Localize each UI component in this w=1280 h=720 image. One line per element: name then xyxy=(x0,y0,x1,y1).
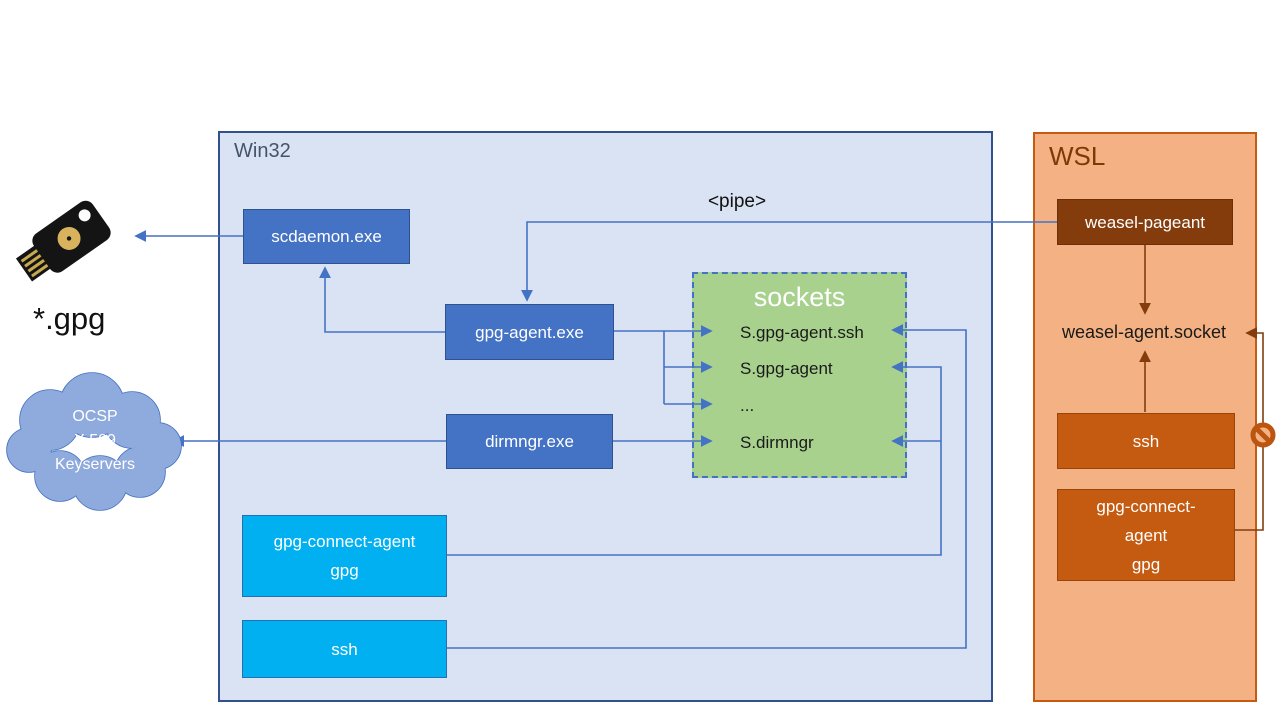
keyservers-cloud-text: OCSP X.509 Keyservers xyxy=(20,405,170,477)
sockets-box: sockets S.gpg-agent.ssh S.gpg-agent ... … xyxy=(692,272,907,478)
node-gca-wsl-line2: agent xyxy=(1124,525,1168,545)
weasel-agent-socket-label: weasel-agent.socket xyxy=(1061,322,1227,342)
node-gca-wsl-line3: gpg xyxy=(1131,554,1161,574)
pipe-label: <pipe> xyxy=(707,191,767,212)
node-gca-win32-line1: gpg-connect-agent xyxy=(273,532,416,551)
gpg-files-label: *.gpg xyxy=(33,301,106,336)
node-ssh-wsl-label: ssh xyxy=(1132,431,1160,451)
connector-pipe-weasel-pageant-to-gpg-agent xyxy=(521,221,1057,302)
node-scdaemon: scdaemon.exe xyxy=(243,209,410,264)
win32-label: Win32 xyxy=(234,140,291,162)
wsl-label: WSL xyxy=(1049,141,1106,171)
socket-item-gpg-agent-ssh: S.gpg-agent.ssh xyxy=(740,323,864,342)
keyservers-cloud xyxy=(6,372,182,511)
connector-win32-ssh-to-socket-ssh xyxy=(447,324,967,649)
node-dirmngr-label: dirmngr.exe xyxy=(485,432,574,451)
prohibition-icon xyxy=(1250,422,1276,448)
socket-item-gpg-agent: S.gpg-agent xyxy=(740,359,833,378)
socket-item-dirmngr: S.dirmngr xyxy=(740,433,814,452)
sockets-title: sockets xyxy=(753,282,846,312)
node-weasel-pageant-label: weasel-pageant xyxy=(1084,212,1206,232)
cloud-line-x509: X.509 xyxy=(74,432,116,449)
yubikey-icon xyxy=(15,200,111,282)
node-gpg-connect-agent-wsl: gpg-connect- agent gpg xyxy=(1057,489,1235,581)
node-gca-win32-line2: gpg xyxy=(330,561,359,580)
node-gca-wsl-line1: gpg-connect- xyxy=(1096,496,1196,516)
node-scdaemon-label: scdaemon.exe xyxy=(271,227,382,246)
socket-item-ellipsis: ... xyxy=(740,396,755,415)
node-gpg-agent-label: gpg-agent.exe xyxy=(475,322,584,342)
node-gpg-connect-agent-win32: gpg-connect-agent gpg xyxy=(242,515,447,597)
node-ssh-wsl: ssh xyxy=(1057,413,1235,469)
cloud-line-keyservers: Keyservers xyxy=(54,456,136,473)
connector-win32-gca-to-socket-agent xyxy=(447,361,942,556)
node-ssh-win32-label: ssh xyxy=(331,639,358,659)
node-weasel-pageant: weasel-pageant xyxy=(1057,199,1233,245)
connector-gpg-agent-to-scdaemon xyxy=(319,266,445,333)
node-dirmngr: dirmngr.exe xyxy=(446,414,613,469)
node-ssh-win32: ssh xyxy=(242,620,447,678)
cloud-line-ocsp: OCSP xyxy=(72,408,118,425)
node-gpg-agent: gpg-agent.exe xyxy=(445,304,614,360)
